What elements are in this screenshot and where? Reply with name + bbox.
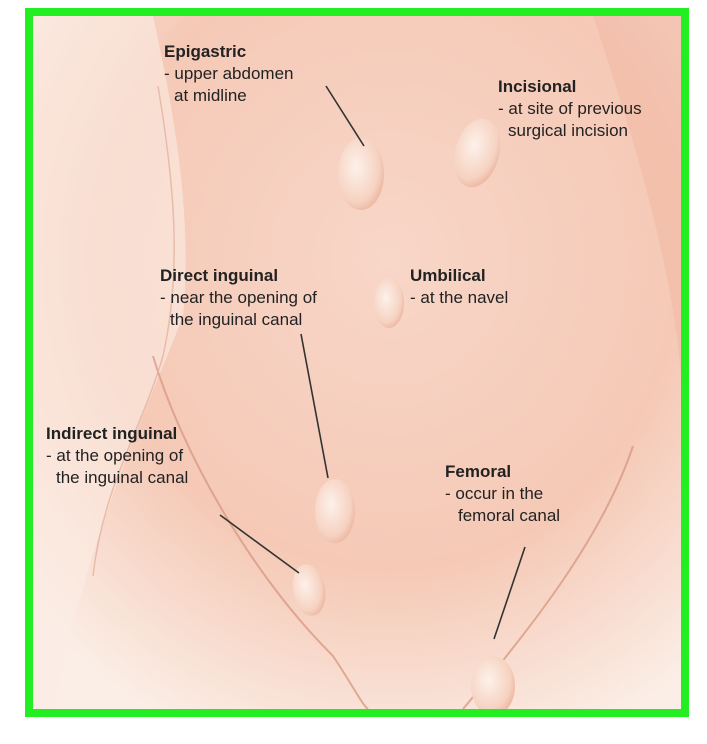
epigastric-desc-1: - upper abdomen xyxy=(164,63,293,85)
umbilical-title: Umbilical xyxy=(410,265,508,287)
illustration-frame: Epigastric - upper abdomen at midline In… xyxy=(25,8,689,717)
umbilical-desc-1: - at the navel xyxy=(410,287,508,309)
direct-inguinal-title: Direct inguinal xyxy=(160,265,317,287)
femoral-title: Femoral xyxy=(445,461,560,483)
incisional-title: Incisional xyxy=(498,76,642,98)
epigastric-title: Epigastric xyxy=(164,41,293,63)
femoral-label: Femoral - occur in the femoral canal xyxy=(445,461,560,527)
direct-inguinal-bulge xyxy=(315,479,355,543)
direct-inguinal-desc-2: the inguinal canal xyxy=(160,309,317,331)
epigastric-bulge xyxy=(338,138,384,210)
direct-inguinal-label: Direct inguinal - near the opening of th… xyxy=(160,265,317,331)
indirect-inguinal-desc-1: - at the opening of xyxy=(46,445,188,467)
epigastric-desc-2: at midline xyxy=(164,85,293,107)
direct-inguinal-desc-1: - near the opening of xyxy=(160,287,317,309)
incisional-label: Incisional - at site of previous surgica… xyxy=(498,76,642,142)
umbilical-bulge xyxy=(374,278,404,328)
indirect-inguinal-desc-2: the inguinal canal xyxy=(46,467,188,489)
incisional-desc-1: - at site of previous xyxy=(498,98,642,120)
femoral-desc-1: - occur in the xyxy=(445,483,560,505)
umbilical-label: Umbilical - at the navel xyxy=(410,265,508,309)
indirect-inguinal-label: Indirect inguinal - at the opening of th… xyxy=(46,423,188,489)
femoral-desc-2: femoral canal xyxy=(445,505,560,527)
incisional-desc-2: surgical incision xyxy=(498,120,642,142)
indirect-inguinal-title: Indirect inguinal xyxy=(46,423,188,445)
epigastric-label: Epigastric - upper abdomen at midline xyxy=(164,41,293,107)
